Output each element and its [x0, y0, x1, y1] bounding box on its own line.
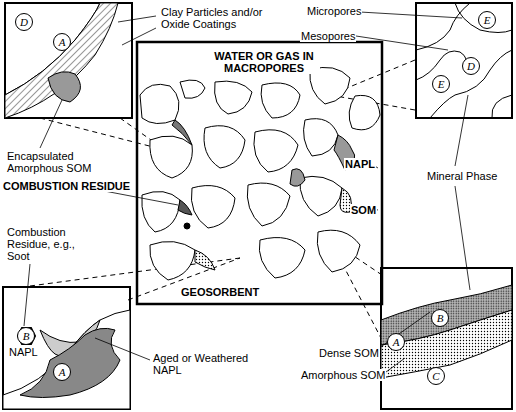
callout-label: Encapsulated Amorphous SOM [6, 150, 104, 174]
callout-circle: B [17, 327, 35, 345]
callout-letter: D [467, 61, 475, 72]
callout-circle: D [15, 13, 33, 31]
region-label: COMBUSTION RESIDUE [2, 180, 131, 192]
callout-letter: A [393, 337, 400, 348]
callout-circle: A [53, 33, 71, 51]
callout-letter: B [437, 313, 444, 324]
callout-label: Mesopores [300, 30, 356, 42]
callout-label: NAPL [8, 346, 39, 358]
callout-circle: A [53, 363, 71, 381]
callout-letter: E [438, 79, 445, 90]
region-label: NAPL [344, 158, 376, 170]
region-label: SOM [350, 204, 377, 216]
callout-label: Clay Particles and/or Oxide Coatings [160, 6, 272, 30]
callout-label: Mineral Phase [426, 170, 498, 182]
callout-letter: D [20, 17, 28, 28]
callout-letter: C [432, 371, 439, 382]
callout-letter: A [59, 367, 66, 378]
callout-circle: B [431, 309, 449, 327]
callout-letter: A [59, 37, 66, 48]
callout-label: Aged or Weathered NAPL [152, 352, 250, 376]
callout-circle: C [427, 367, 445, 385]
callout-circle: D [462, 57, 480, 75]
callout-circle: A [387, 333, 405, 351]
callout-label: Combustion Residue, e.g., Soot [6, 226, 92, 262]
callout-label: Dense SOM [318, 347, 380, 359]
callout-letter: E [484, 15, 491, 26]
callout-circle: E [432, 75, 450, 93]
region-label: GEOSORBENT [180, 286, 260, 298]
callout-label: Micropores [306, 5, 362, 17]
region-label: WATER OR GAS IN MACROPORES [208, 50, 320, 74]
callout-label: Amorphous SOM [300, 369, 386, 381]
callout-letter: B [23, 331, 30, 342]
callout-circle: E [478, 11, 496, 29]
